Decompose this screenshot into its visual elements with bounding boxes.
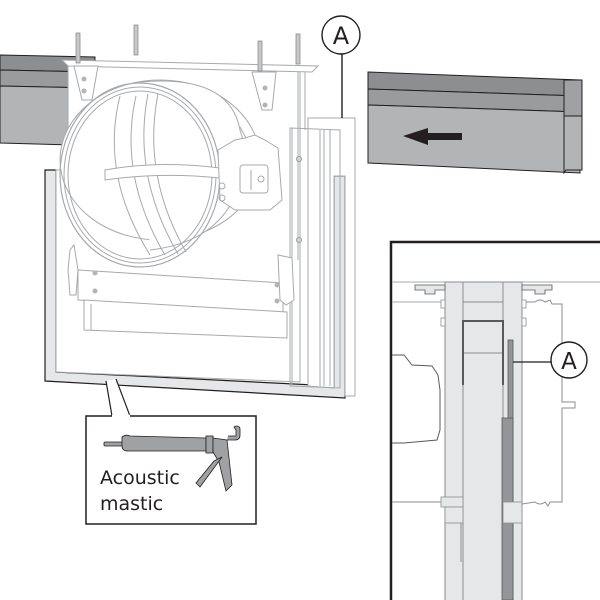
marker-a-main: A: [321, 15, 361, 118]
callout-box: Acoustic mastic: [85, 414, 257, 525]
detail-view: A: [389, 240, 600, 600]
callout-label-line2: mastic: [100, 493, 163, 515]
bolt-icon: [257, 40, 263, 72]
damper-actuator: [217, 126, 283, 211]
marker-a-detail: A: [513, 341, 588, 379]
marker-a-detail-label: A: [561, 349, 577, 375]
rivet-icon: [296, 237, 302, 243]
blade-housing: [67, 243, 295, 339]
bolt-icon: [75, 32, 81, 64]
mounting-bar: [60, 24, 320, 111]
bolt-icon: [133, 24, 139, 56]
arrow-left-icon: [403, 128, 462, 145]
marker-a-label: A: [333, 22, 350, 50]
duct-spigot: [59, 79, 261, 268]
bolt-icon: [295, 33, 301, 65]
callout-label-line1: Acoustic: [100, 467, 180, 489]
rivet-icon: [296, 156, 302, 162]
right-wall-panel: [367, 71, 583, 175]
caulking-gun-icon: [103, 425, 241, 492]
